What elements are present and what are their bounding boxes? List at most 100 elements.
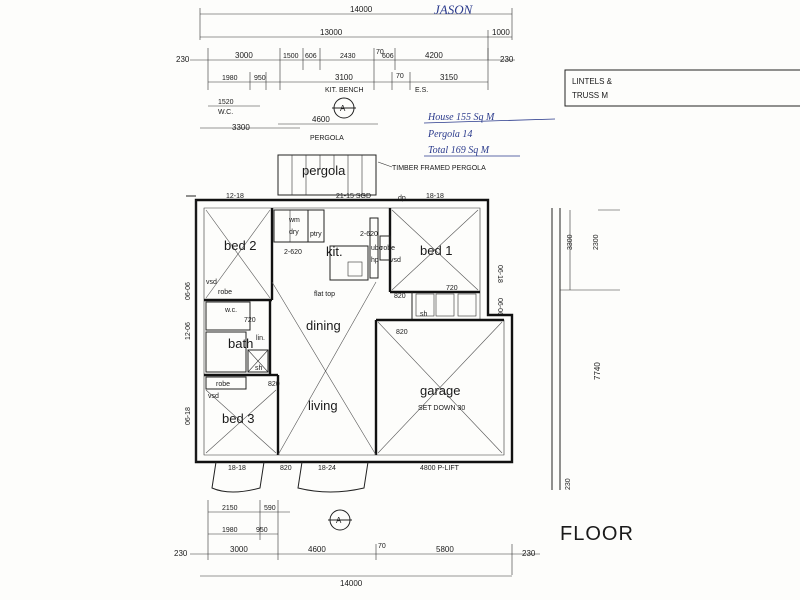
- dim-pergola-4600: 4600: [312, 115, 330, 124]
- dim-kb-3150: 3150: [440, 73, 458, 82]
- dim-bot-5800: 5800: [436, 545, 454, 554]
- room-dining: dining: [306, 318, 341, 333]
- label-es: E.S.: [415, 87, 428, 94]
- label-flat-top: flat top: [314, 291, 335, 298]
- dim-top-3000: 3000: [235, 51, 253, 60]
- label-sh-bath: sh: [255, 365, 263, 372]
- dim-top-inner: 13000: [320, 28, 343, 37]
- lintels-box: LINTELS & TRUSS M: [564, 69, 800, 107]
- fixture-labels: wm dry ptry 2-620 2-620 robe ubo hp vsd …: [206, 195, 458, 400]
- label-sh-ens: sh: [420, 311, 428, 318]
- dim-bot-3000: 3000: [230, 545, 248, 554]
- dim-side-230: 230: [565, 478, 572, 490]
- room-garage: garage: [420, 383, 460, 398]
- room-living: living: [308, 398, 338, 413]
- dim-side-2300: 2300: [593, 234, 600, 250]
- win-bath: 12-06: [185, 322, 192, 340]
- dim-bot-1980: 1980: [222, 527, 238, 534]
- label-vsd-bed1: vsd: [390, 257, 401, 264]
- label-wc: w.c.: [224, 307, 237, 314]
- garage-note: SET DOWN 30: [418, 405, 465, 412]
- label-hp: hp: [371, 257, 379, 264]
- pergola-structure: pergola TIMBER FRAMED PERGOLA: [277, 154, 486, 196]
- win-wc: 06-06: [185, 282, 192, 300]
- garage-door: 4800 P-LIFT: [420, 465, 460, 472]
- label-ptry: ptry: [310, 231, 322, 238]
- win-sgd: 21-15 SGD: [336, 193, 371, 200]
- dim-top-1000: 1000: [492, 28, 510, 37]
- interior-walls: [204, 208, 504, 455]
- label-kit-bench: KIT. BENCH: [325, 87, 364, 94]
- dim-bot-230: 230: [174, 549, 188, 558]
- bay-windows: [211, 461, 369, 493]
- label-dry: dry: [289, 229, 299, 236]
- label-820-garage: 820: [396, 329, 408, 336]
- dim-top-2430: 2430: [340, 53, 356, 60]
- note-timber: TIMBER FRAMED PERGOLA: [392, 165, 486, 172]
- label-robe-bed1: robe: [381, 245, 395, 252]
- handwritten-notes: JASON House 155 Sq M Pergola 14 Total 16…: [423, 2, 556, 157]
- dim-kb-950: 950: [254, 75, 266, 82]
- label-robe-bed2: robe: [218, 289, 232, 296]
- dim-top-606b: 606: [382, 53, 394, 60]
- dim-top-1500: 1500: [283, 53, 299, 60]
- room-pergola: pergola: [302, 163, 346, 178]
- label-820-bed3: 820: [268, 381, 280, 388]
- bottom-dimensions: 2150 590 1980 950 230 3000 4600 70 5800 …: [174, 500, 540, 588]
- note-area-total: Total 169 Sq M: [428, 145, 490, 156]
- label-2620b: 2-620: [360, 231, 378, 238]
- label-robe-bed3: robe: [216, 381, 230, 388]
- dim-top-230: 230: [176, 55, 190, 64]
- dim-top-606: 606: [305, 53, 317, 60]
- dim-kb-1980: 1980: [222, 75, 238, 82]
- room-bed2: bed 2: [224, 238, 257, 253]
- label-wm: wm: [288, 217, 300, 224]
- dim-bot-590: 590: [264, 505, 276, 512]
- win-bed3-side: 06-18: [185, 407, 192, 425]
- dim-wc-1520: 1520: [218, 99, 234, 106]
- win-bed2: 12-18: [226, 193, 244, 200]
- truss-text: TRUSS M: [572, 91, 608, 100]
- dim-pergola-3300: 3300: [232, 123, 250, 132]
- label-pergola-dim: PERGOLA: [310, 135, 344, 142]
- win-bed1: 18-18: [426, 193, 444, 200]
- side-elevation: 3300 2300 7740 230: [551, 208, 620, 490]
- dim-top-4200: 4200: [425, 51, 443, 60]
- room-bath: bath: [228, 336, 253, 351]
- section-mark-top: A: [340, 104, 346, 113]
- win-living: 18-24: [318, 465, 336, 472]
- dim-side-7740: 7740: [593, 362, 602, 380]
- room-labels: bed 2 kit. bed 1 dining bath living bed …: [222, 238, 465, 426]
- dim-kb-70: 70: [396, 73, 404, 80]
- dim-top-230b: 230: [500, 55, 514, 64]
- win-ens-side: 06-06: [496, 298, 503, 316]
- section-mark-bottom: A: [336, 516, 342, 525]
- section-marker-bottom: A: [328, 509, 352, 531]
- dim-bot-overall: 14000: [340, 579, 363, 588]
- note-area-pergola: Pergola 14: [427, 129, 472, 140]
- top-dimensions: 14000 13000 1000 230 3000 1500 606 2430 …: [176, 5, 515, 142]
- win-bed1-side: 06-18: [496, 265, 503, 283]
- door-820-front: 820: [280, 465, 292, 472]
- label-wc-top: W.C.: [218, 109, 233, 116]
- label-vsd-bed3: vsd: [208, 393, 219, 400]
- dim-bot-2150: 2150: [222, 505, 238, 512]
- dim-kb-3100: 3100: [335, 73, 353, 82]
- floor-title: FLOOR: [560, 523, 634, 545]
- dim-bot-230b: 230: [522, 549, 536, 558]
- label-720-ens: 720: [446, 285, 458, 292]
- label-2620: 2-620: [284, 249, 302, 256]
- lintels-text: LINTELS &: [572, 77, 613, 86]
- room-bed3: bed 3: [222, 411, 255, 426]
- label-lin: lin.: [256, 335, 265, 342]
- dim-bot-4600: 4600: [308, 545, 326, 554]
- dim-bot-70: 70: [378, 543, 386, 550]
- label-ubo: ubo: [371, 245, 383, 252]
- dim-side-3300: 3300: [567, 234, 574, 250]
- dim-top-overall: 14000: [350, 5, 373, 14]
- dim-bot-950: 950: [256, 527, 268, 534]
- dim-top-70: 70: [376, 49, 384, 56]
- label-dp: dp: [398, 195, 406, 202]
